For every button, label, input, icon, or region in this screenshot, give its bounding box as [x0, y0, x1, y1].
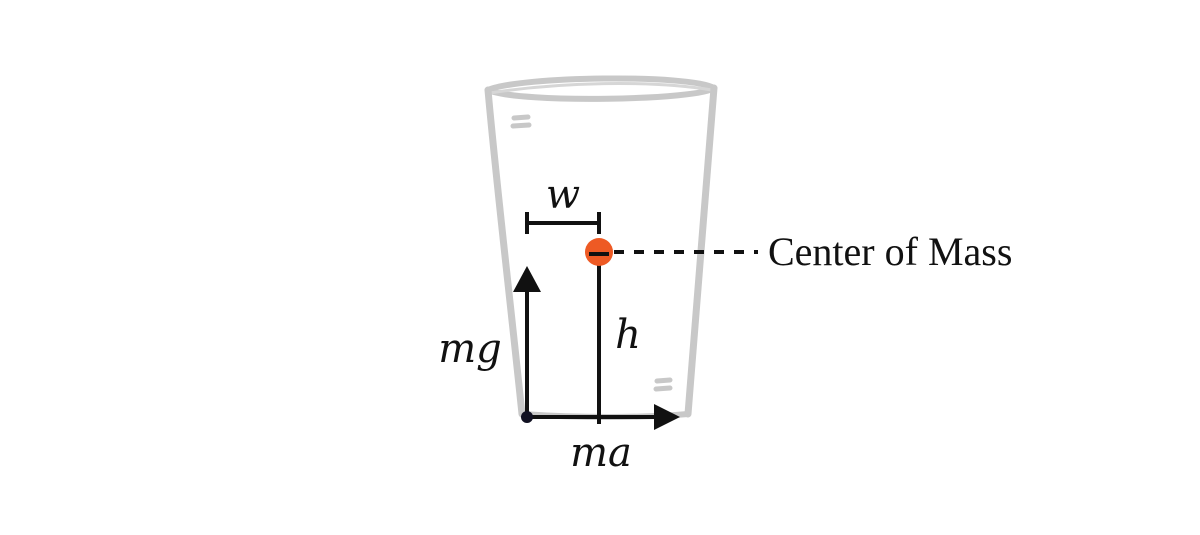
cup-highlight-left [510, 114, 532, 129]
accel-force-arrow [527, 404, 680, 430]
height-label: h [615, 312, 641, 358]
pivot-point [521, 411, 533, 423]
accel-force-label: ma [570, 430, 632, 476]
cup-highlight-right [653, 377, 673, 392]
width-label: w [546, 172, 580, 218]
weight-force-arrow [513, 266, 541, 416]
cup-right-wall [684, 84, 718, 418]
width-bracket [525, 212, 601, 234]
cup-left-wall [484, 86, 526, 418]
weight-force-label: mg [438, 326, 502, 372]
center-of-mass-label: Center of Mass [768, 229, 1012, 274]
